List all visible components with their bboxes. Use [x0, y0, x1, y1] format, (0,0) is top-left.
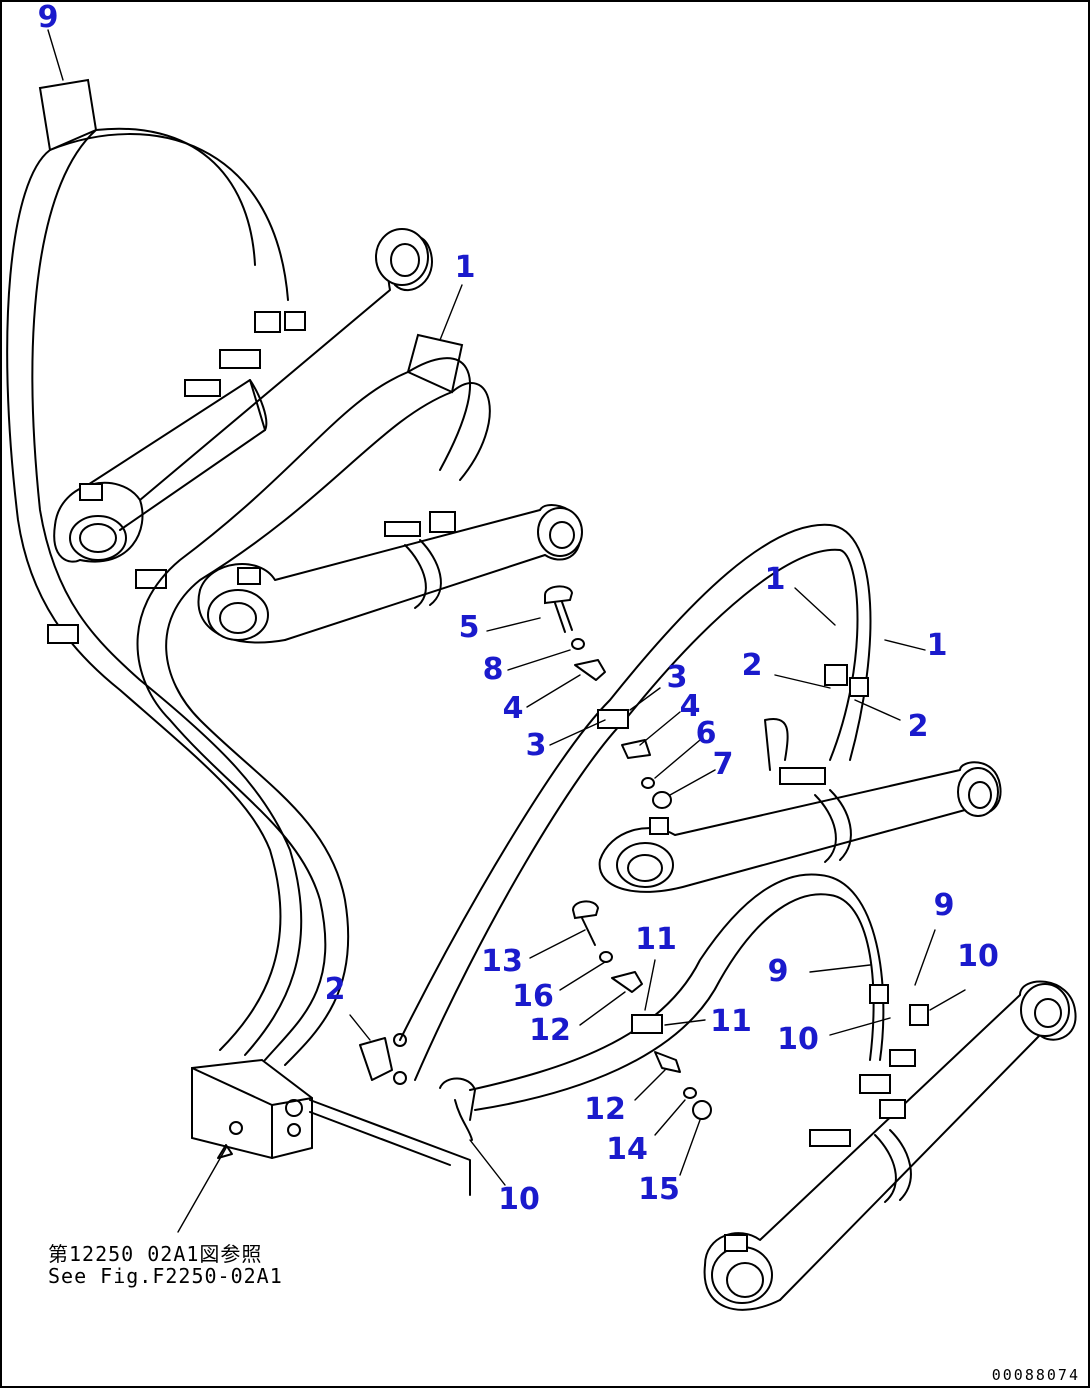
- callout-3-a: 3: [666, 660, 688, 695]
- callout-4-b: 4: [679, 689, 701, 724]
- cylinder-bottom-right: [703, 980, 1077, 1311]
- callout-2-right-b: 2: [907, 709, 929, 744]
- callout-3-b: 3: [525, 728, 547, 763]
- callout-2-right-a: 2: [741, 648, 763, 683]
- callout-6: 6: [695, 716, 717, 751]
- callout-1-right-a: 1: [764, 562, 786, 597]
- callout-12-b: 12: [584, 1092, 626, 1127]
- reference-note-jp: 第12250 02A1図参照: [48, 1242, 263, 1266]
- callout-4-a: 4: [502, 691, 524, 726]
- callout-10-right-a: 10: [957, 939, 999, 974]
- callout-13: 13: [481, 944, 523, 979]
- callout-8: 8: [482, 652, 504, 687]
- callout-11-b: 11: [710, 1004, 752, 1039]
- hose-1-loop: [136, 284, 491, 1066]
- cylinder-top-left: [53, 228, 433, 563]
- leader-lines: [349, 587, 966, 1186]
- callout-14: 14: [606, 1132, 648, 1167]
- callout-12-a: 12: [529, 1013, 571, 1048]
- callout-9-right-b: 9: [767, 954, 789, 989]
- cylinder-middle: [197, 504, 583, 644]
- callout-10-right-b: 10: [777, 1022, 819, 1057]
- callout-16: 16: [512, 979, 554, 1014]
- callout-2-left: 2: [324, 972, 346, 1007]
- hose-right-loop: [399, 523, 872, 1081]
- callout-1-mid: 1: [454, 250, 476, 285]
- cylinder-right-middle: [598, 718, 1002, 893]
- valve-block: [177, 1058, 471, 1233]
- callout-1-right-b: 1: [926, 628, 948, 663]
- hose-10-loop: [469, 873, 929, 1111]
- callout-5: 5: [458, 610, 480, 645]
- callout-9-top: 9: [37, 0, 59, 35]
- small-parts: [359, 585, 712, 1141]
- callout-15: 15: [638, 1172, 680, 1207]
- callout-7: 7: [712, 747, 734, 782]
- drawing-code: 00088074: [991, 1366, 1080, 1384]
- callout-10-bottom: 10: [498, 1182, 540, 1217]
- reference-note-en: See Fig.F2250-02A1: [48, 1264, 283, 1288]
- callout-9-right-a: 9: [933, 888, 955, 923]
- callout-11-a: 11: [635, 922, 677, 957]
